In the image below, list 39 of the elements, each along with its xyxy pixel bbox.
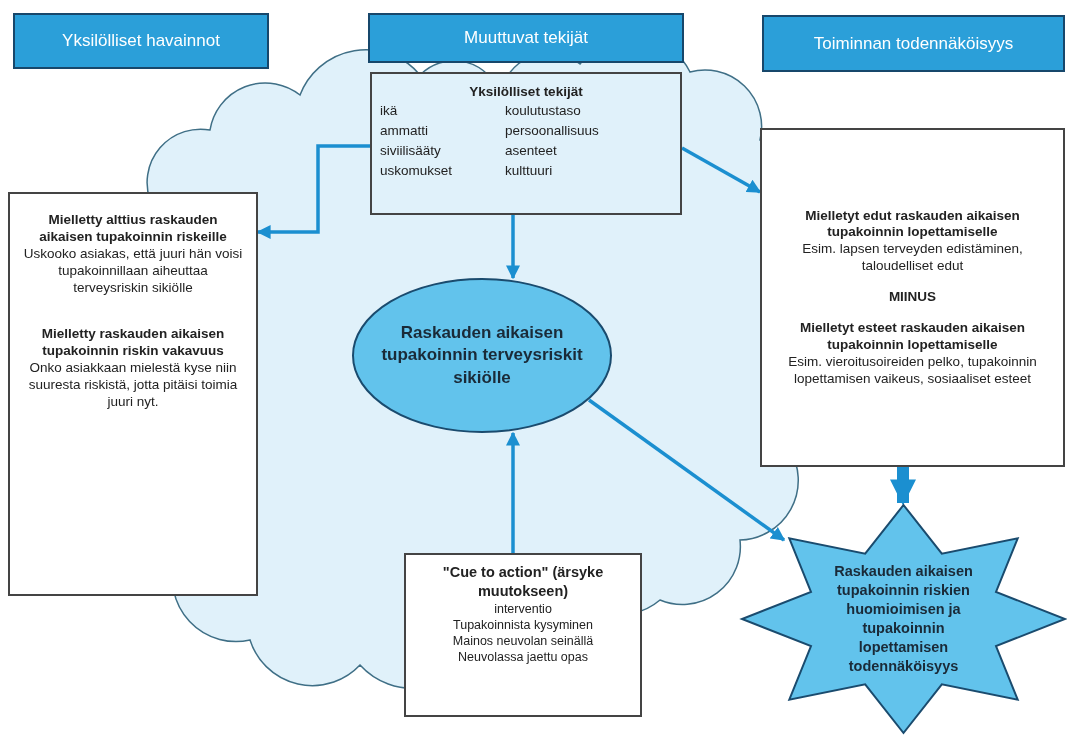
factor-text: kulttuuri [505,162,554,180]
star-shape [740,503,1067,735]
factor-text: siviilisääty [380,142,442,160]
box-body-text: Esim. vieroitusoireiden pelko, tupakoinnin lopettamisen vaikeus, sosiaaliset esteet [787,353,1038,388]
box-heading: Mielletyt edut raskauden aikaisen tupakoinnin lopettamiselle [804,207,1021,242]
factor-text: koulutustaso [505,102,582,120]
arrow [681,146,762,194]
box-body-text: Neuvolassa jaettu opas [458,649,588,666]
arrow [506,431,520,553]
box-body-text: interventio [494,600,552,617]
heading-banner: Toiminnan todennäköisyys [762,15,1065,72]
heading-banner: Muuttuvat tekijät [368,13,684,63]
ellipse-shape [352,278,612,433]
arrow [587,398,786,542]
factor-text: asenteet [505,142,558,160]
box-body-text: Tupakoinnista kysyminen [453,616,593,634]
box-body-text: Esim. lapsen terveyden edistäminen, taloudelliset edut [801,241,1024,276]
arrow [506,215,520,280]
shape-text: Raskauden aikaisen tupakoinnin terveysriskit sikiölle [380,322,584,389]
box-body-text: Uskooko asiakas, että juuri hän voisi tupakoinnillaan aiheuttaa terveysriskin sikiölle [22,245,244,297]
factor-text: ammatti [380,122,429,140]
box-heading: Mielletty alttius raskauden aikaisen tupakoinnin riskeille [38,212,228,246]
arrow [890,467,916,506]
factor-box [404,553,642,717]
factor-box [760,128,1065,467]
box-body-text: Onko asiakkaan mielestä kyse niin suuresta riskistä, jotta pitäisi toimia juuri nyt. [27,360,239,411]
factor-box [370,72,682,215]
factor-box [8,192,258,596]
factor-text: ikä [380,102,399,120]
box-heading: "Cue to action" (ärsyke muutokseen) [441,563,605,601]
box-heading: Mielletyt esteet raskauden aikaisen tupakoinnin lopettamiselle [798,319,1027,354]
box-body-text: Mainos neuvolan seinällä [452,633,594,650]
factor-text: persoonallisuus [505,122,600,140]
factor-text: uskomukset [380,162,454,180]
box-heading: MIINUS [888,289,937,306]
box-heading: Mielletty raskauden aikaisen tupakoinnin riskin vakavuus [40,326,226,361]
shape-text: Raskauden aikaisen tupakoinnin riskien huomioimisen ja tupakoinnin lopettamisen todennäköisyys [833,562,974,676]
box-heading: Yksilölliset tekijät [468,84,584,101]
heading-banner: Yksilölliset havainnot [13,13,269,69]
